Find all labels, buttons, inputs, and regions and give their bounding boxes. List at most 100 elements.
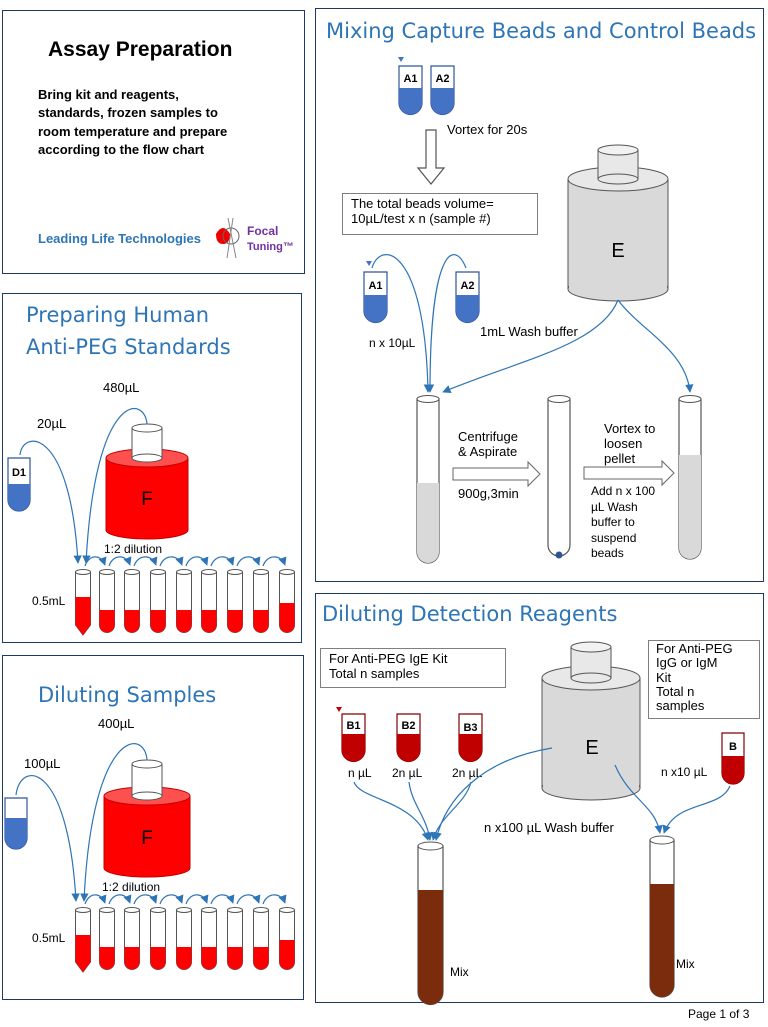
transfer-arrow <box>210 894 235 905</box>
dilution-tube-cap <box>150 907 166 913</box>
igg-kit-text: For Anti-PEG IgG or IgM Kit Total n samp… <box>656 641 733 714</box>
arrow-b-to-igg-tube <box>662 785 731 834</box>
dilution-tube-cap <box>201 907 217 913</box>
dilution-tube-cap <box>253 907 269 913</box>
tube-b2-label: B2 <box>401 720 415 732</box>
dilution-tube-cap <box>176 569 192 575</box>
arrow-d1-to-tube <box>19 440 82 564</box>
dilution-tube-cap <box>253 569 269 575</box>
mixing-title: Mixing Capture Beads and Control Beads <box>326 19 757 43</box>
mixing-tube-1 <box>416 395 440 564</box>
company-name: Leading Life Technologies <box>38 231 201 246</box>
mixing-tube-3 <box>678 395 702 560</box>
vortex-label: Vortex for 20s <box>447 122 528 137</box>
dilution-tube-liquid <box>75 597 91 635</box>
transfer-arrow <box>108 556 132 567</box>
tube-d1: D1 <box>7 457 31 512</box>
mix-label-2: Mix <box>676 957 695 971</box>
centrifuge-arrow <box>452 460 541 488</box>
ige-kit-text: For Anti-PEG IgE Kit Total n samples <box>329 651 448 681</box>
transfer-arrow <box>262 556 287 567</box>
page-number: Page 1 of 3 <box>688 1007 750 1021</box>
dilution-tube-liquid <box>279 603 295 633</box>
logo-text-focal: Focal <box>247 224 279 238</box>
assay-title: Assay Preparation <box>48 38 233 61</box>
tube-b3-label: B3 <box>463 722 477 734</box>
dilution-tube-cap <box>99 569 115 575</box>
dilution-tube-cap <box>124 907 140 913</box>
total-beads-text: The total beads volume= 10µL/test x n (s… <box>351 196 494 226</box>
samples-vol-05: 0.5mL <box>32 931 66 945</box>
transfer-arrow <box>236 556 261 567</box>
ige-kit-box: For Anti-PEG IgE Kit Total n samples <box>320 648 506 688</box>
bottle-e-detection: E <box>541 641 641 801</box>
dilution-tube-liquid <box>99 947 115 970</box>
transfer-arrow <box>133 894 158 905</box>
tube-b: B <box>721 732 745 785</box>
bottle-e-mixing-label: E <box>611 240 624 262</box>
dilution-tube-cap <box>75 907 91 913</box>
bottle-f-samples-label: F <box>141 828 153 849</box>
standards-dilution: 1:2 dilution <box>104 542 163 556</box>
transfer-arrow <box>159 894 184 905</box>
mix-label-1: Mix <box>450 965 469 979</box>
n-ul-label: n µL <box>348 766 372 780</box>
standards-vol-480: 480µL <box>103 380 140 395</box>
centrifuge-label: Centrifuge & Aspirate <box>458 429 518 459</box>
arrow-e-to-final-tube <box>617 299 694 393</box>
arrow-e-to-mix-tube <box>442 299 619 393</box>
n-x-10-label: n x 10µL <box>369 336 416 350</box>
arrow-b2-to-tube <box>408 781 433 841</box>
dilution-tube-cap <box>124 569 140 575</box>
samples-dilution-tubes <box>75 894 295 973</box>
dilution-tube-liquid <box>150 610 166 633</box>
add-wash-label: Add n x 100 µL Wash buffer to suspend be… <box>591 484 656 561</box>
transfer-arrow <box>185 556 209 567</box>
samples-vol-400: 400µL <box>98 716 135 731</box>
arrow-a1-to-tube <box>371 254 433 393</box>
dilution-tube-liquid <box>253 610 269 633</box>
dilution-tube-liquid <box>75 935 91 972</box>
n-x10-label: n x10 µL <box>661 765 708 779</box>
dilution-tube-liquid <box>201 610 217 633</box>
dilution-tube-liquid <box>176 947 192 970</box>
2n-ul-label-1: 2n µL <box>392 766 423 780</box>
transfer-arrow <box>159 556 184 567</box>
dilution-tube-cap <box>279 907 295 913</box>
ige-mix-tube <box>417 841 444 1006</box>
sample-tube <box>4 797 28 850</box>
dilution-tube-cap <box>201 569 217 575</box>
dilution-tube-liquid <box>279 940 295 970</box>
samples-title: Diluting Samples <box>38 683 217 707</box>
tube-a1-lower-label: A1 <box>368 280 382 292</box>
standards-dilution-tubes <box>75 556 295 636</box>
tubes-a1-a2-top: A1 A2 <box>398 57 455 116</box>
detection-title: Diluting Detection Reagents <box>322 602 618 626</box>
arrow-e-to-igg-tube <box>614 764 663 834</box>
transfer-arrow <box>236 894 261 905</box>
samples-dilution: 1:2 dilution <box>102 880 161 894</box>
dilution-tube-cap <box>75 569 91 575</box>
dilution-tube-liquid <box>253 947 269 970</box>
dilution-tube-cap <box>279 569 295 575</box>
dilution-tube-liquid <box>150 947 166 970</box>
logo-text-tuning: Tuning™ <box>247 241 294 253</box>
tube-b-label: B <box>729 741 737 753</box>
transfer-arrow <box>262 894 287 905</box>
dilution-tube-liquid <box>176 610 192 633</box>
arrow-e-to-ige-tube <box>433 747 553 841</box>
arrow-sample-to-tube <box>15 775 80 902</box>
arrow-b1-to-tube <box>353 781 430 841</box>
total-beads-box: The total beads volume= 10µL/test x n (s… <box>342 193 538 235</box>
wash-1ml-label: 1mL Wash buffer <box>480 324 578 339</box>
vortex-down-arrow <box>416 129 446 185</box>
bottle-e-detection-label: E <box>585 737 598 759</box>
standards-title: Preparing Human Anti-PEG Standards <box>26 303 231 359</box>
dilution-tube-liquid <box>99 610 115 633</box>
dilution-tube-cap <box>176 907 192 913</box>
bottle-f-standards: F <box>105 423 189 540</box>
standards-vol-20: 20µL <box>37 416 67 431</box>
bottle-e-mixing: E <box>567 144 669 302</box>
dilution-tube-cap <box>99 907 115 913</box>
